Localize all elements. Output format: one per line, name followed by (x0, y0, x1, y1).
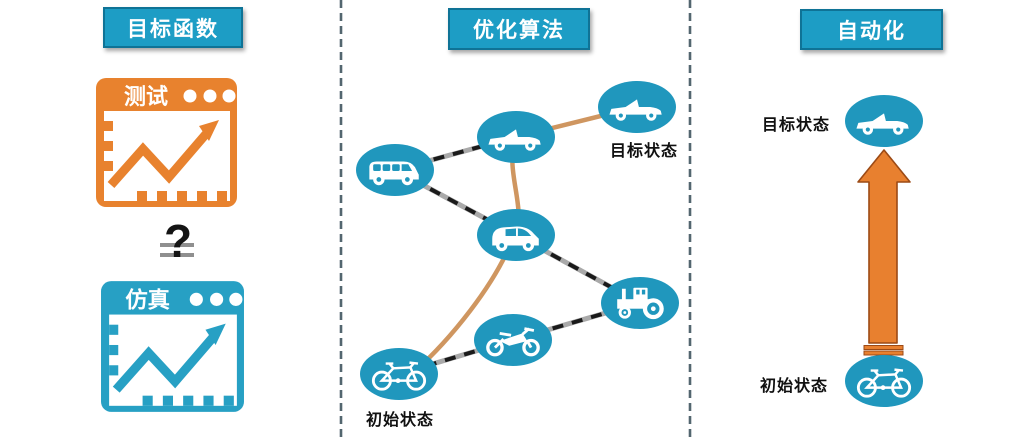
convertible-icon (609, 99, 662, 121)
rising-trend-arrow-icon (107, 120, 219, 188)
optimization-panel-header: 优化算法 (448, 8, 590, 50)
optimization-panel-title: 优化算法 (473, 19, 565, 42)
sim-chart-icon: 仿真 (101, 281, 244, 412)
window-dots-icon (183, 89, 236, 103)
equals-bar-bottom (160, 253, 194, 257)
graph-initial-state-label: 初始状态 (366, 412, 435, 429)
question-mark: ? (163, 215, 193, 267)
automation-panel-header: 自动化 (800, 9, 943, 50)
axis-ticks (104, 121, 227, 201)
sim-chart-label: 仿真 (125, 286, 170, 312)
graph-node-motorcycle (474, 314, 552, 366)
window-dots-icon (189, 292, 243, 306)
graph-target-state-label: 目标状态 (610, 143, 679, 160)
bicycle-icon (856, 368, 912, 398)
graph-node-minivan (356, 144, 434, 196)
graph-node-convertible (477, 111, 555, 163)
rising-trend-arrow-icon (112, 323, 226, 393)
objective-panel-title: 目标函数 (127, 17, 219, 41)
axis-ticks (109, 324, 234, 406)
graph-node-tractor (601, 277, 679, 329)
test-chart-label: 测试 (124, 84, 168, 109)
upgrade-arrow-icon (857, 149, 911, 356)
convertible-icon (488, 129, 541, 151)
questioned-equality-symbol: ? (155, 216, 201, 274)
motorcycle-icon (486, 327, 540, 357)
graph-node-city-car (477, 209, 555, 261)
city-car-icon (492, 226, 539, 252)
minivan-icon (369, 161, 419, 186)
automation-initial-node (845, 355, 923, 407)
equals-bar-top (160, 243, 194, 247)
tractor-icon (617, 287, 664, 320)
automation-initial-state-label: 初始状态 (760, 378, 829, 395)
bicycle-icon (371, 361, 427, 391)
test-chart-icon: 测试 (96, 78, 237, 207)
convertible-icon (856, 113, 909, 135)
objective-panel-header: 目标函数 (103, 7, 243, 48)
automation-target-state-label: 目标状态 (762, 117, 831, 134)
automation-panel-title: 自动化 (837, 19, 906, 43)
graph-node-bicycle (360, 348, 438, 400)
graph-node-target-convertible (598, 81, 676, 133)
automation-target-node (845, 95, 923, 147)
